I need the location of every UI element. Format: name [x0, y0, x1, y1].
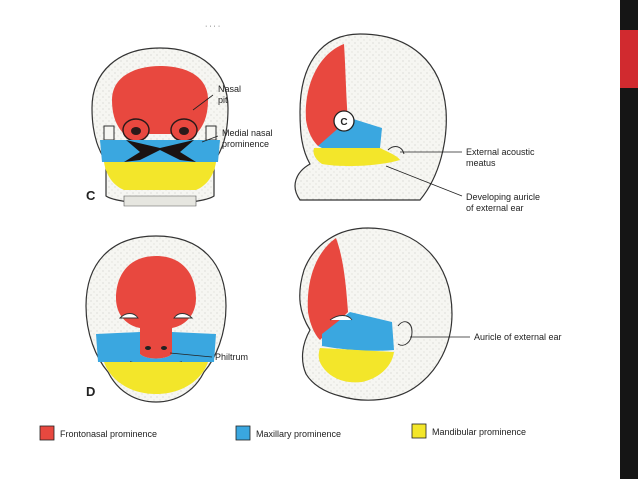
panel-c-front-view: C Nasal pit Medial nasal prominence — [86, 47, 273, 207]
legend-swatch — [411, 423, 427, 439]
label-developing-auricle-line1: Developing auricle — [466, 192, 540, 202]
mandibular-region-side-d — [318, 348, 394, 383]
eye-left — [103, 125, 115, 141]
face-development-diagram: · · · · C Nasal pit Medial nasal promine… — [39, 23, 562, 441]
eye-right-d — [173, 313, 194, 319]
frontonasal-region — [112, 66, 208, 134]
philtrum-region — [140, 336, 172, 359]
label-philtrum: Philtrum — [215, 352, 248, 362]
label-nasal-pit-line2: pit — [218, 95, 228, 105]
legend-label: Mandibular prominence — [432, 427, 526, 437]
stomodeum — [124, 140, 196, 162]
legend-swatch — [39, 425, 55, 441]
maxillary-region — [100, 140, 220, 162]
frontonasal-region-side-d — [307, 238, 348, 340]
label-developing-auricle-line2: of external ear — [466, 203, 524, 213]
legend-swatch — [235, 425, 251, 441]
panel-c-letter: C — [86, 188, 96, 203]
svg-text:· · · ·: · · · · — [205, 23, 220, 30]
frontonasal-region-d — [116, 256, 196, 342]
legend-label: Frontonasal prominence — [60, 429, 157, 439]
eye-side-d — [329, 315, 353, 321]
label-auricle: Auricle of external ear — [474, 332, 562, 342]
slide-side-bar — [620, 0, 638, 479]
legend-label: Maxillary prominence — [256, 429, 341, 439]
panel-d-side-view: Auricle of external ear — [299, 227, 562, 401]
label-external-acoustic-line1: External acoustic — [466, 147, 535, 157]
eye-right — [205, 125, 217, 141]
panel-c-side-view: C External acoustic meatus Developing au… — [294, 33, 540, 213]
eye-side — [333, 110, 355, 132]
panel-d-front-view: D Philtrum — [85, 235, 248, 403]
eye-left-d — [118, 313, 139, 319]
mandibular-region — [104, 162, 216, 190]
maxillary-region-side — [318, 118, 382, 152]
legend-item-frontonasal: Frontonasal prominence — [39, 425, 157, 441]
label-nasal-pit-line1: Nasal — [218, 84, 241, 94]
label-medial-nasal-line1: Medial nasal — [222, 128, 273, 138]
label-medial-nasal-line2: prominence — [222, 139, 269, 149]
maxillary-region-side-d — [322, 312, 394, 351]
label-external-acoustic-line2: meatus — [466, 158, 496, 168]
legend-item-maxillary: Maxillary prominence — [235, 425, 341, 441]
mandibular-region-side — [313, 148, 400, 167]
slide-accent-bar — [620, 30, 638, 88]
mandibular-region-d — [104, 362, 208, 394]
auricle — [397, 321, 413, 346]
eye-side-letter: C — [340, 117, 347, 128]
legend-item-mandibular: Mandibular prominence — [411, 423, 526, 439]
legend: Frontonasal prominence Maxillary promine… — [39, 423, 526, 441]
panel-d-letter: D — [86, 384, 95, 399]
